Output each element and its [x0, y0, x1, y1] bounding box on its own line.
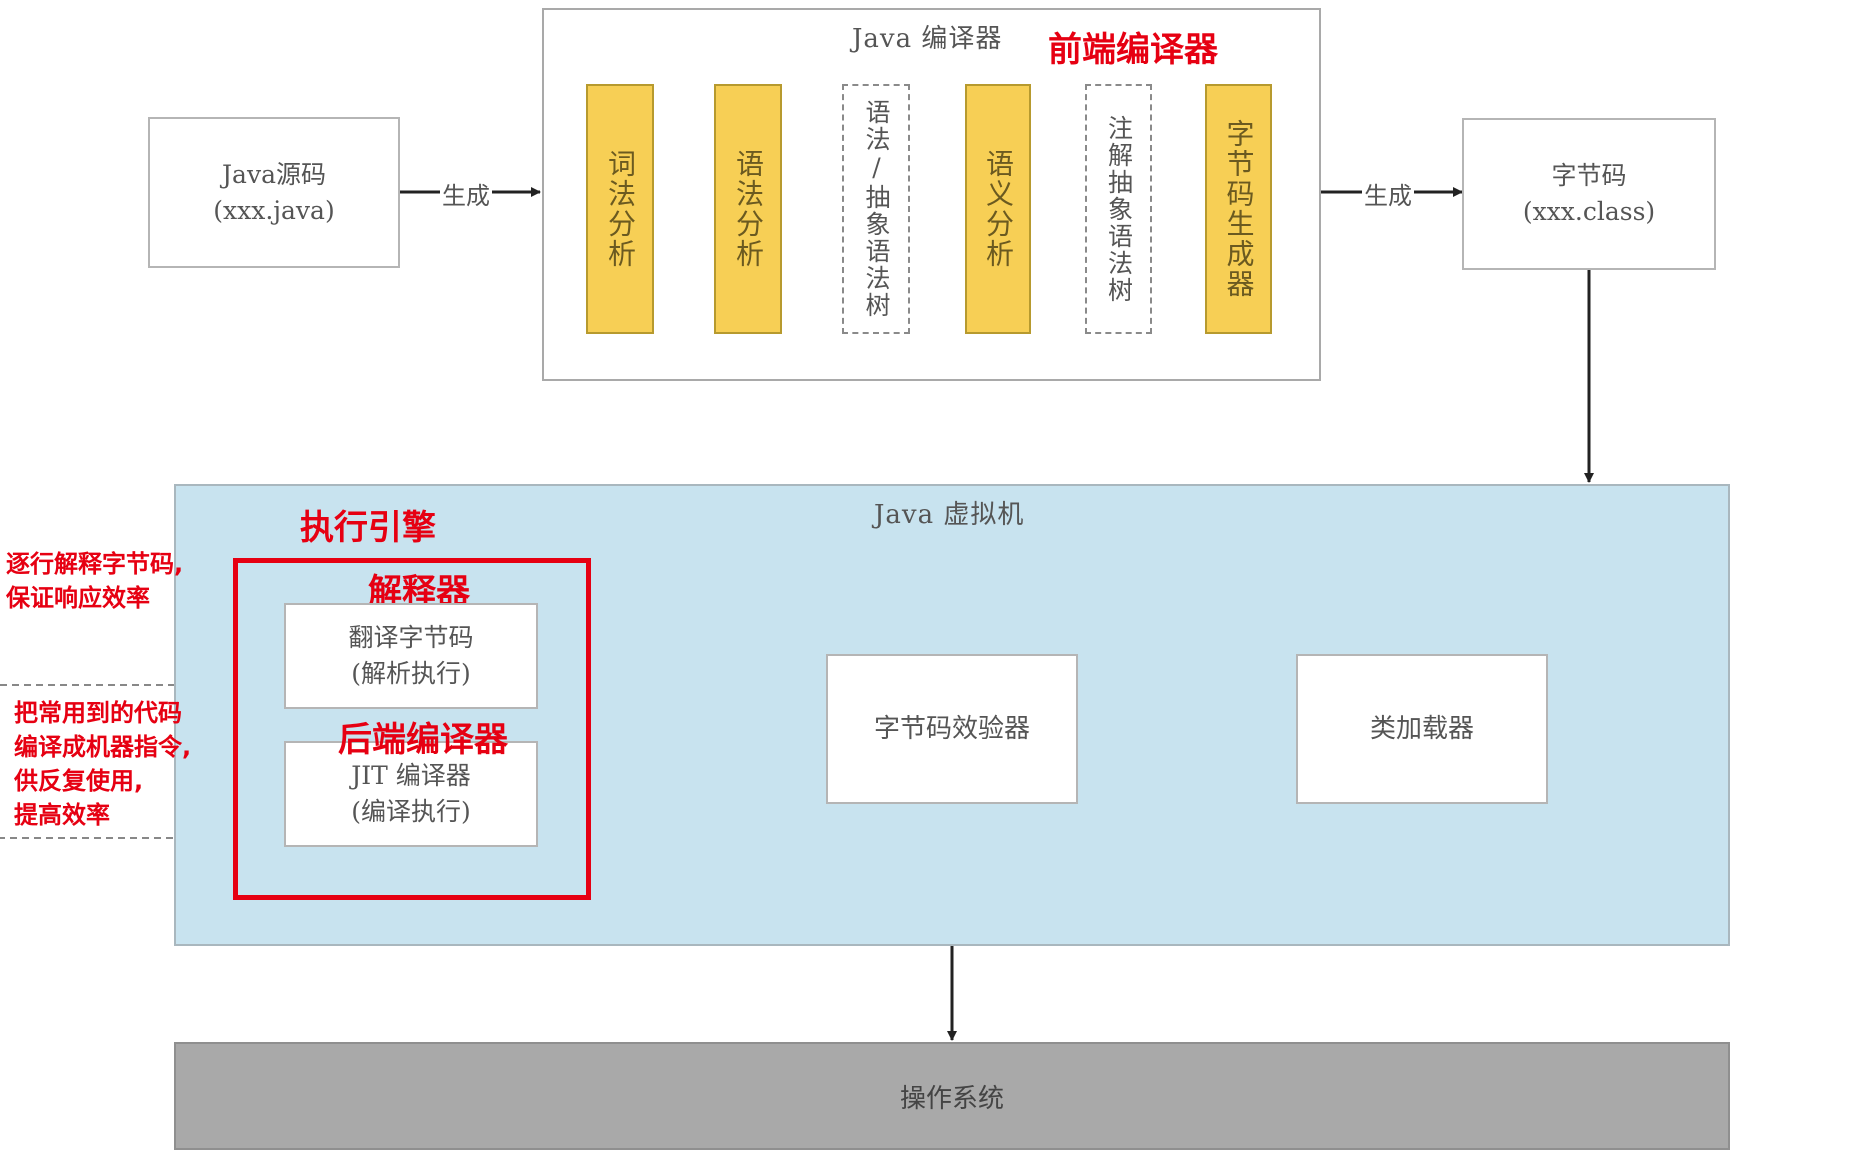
step-semantic-analysis: 语义分析 — [965, 84, 1031, 334]
compiler-title: Java 编译器 — [852, 24, 1003, 54]
java-compiler-panel — [542, 8, 1321, 381]
interpreter-note-line2: 保证响应效率 — [6, 584, 150, 612]
class-loader-box: 类加载器 — [1296, 654, 1548, 804]
bytecode-line1: 字节码 — [1551, 161, 1627, 190]
source-line1: Java源码 — [222, 159, 326, 189]
interpreter-line1: 翻译字节码 — [348, 623, 474, 652]
backend-compiler-label: 后端编译器 — [338, 720, 508, 760]
jit-note-line1: 把常用到的代码 — [14, 699, 182, 727]
step-annotated-syntax-tree: 注解抽象语法树 — [1085, 84, 1152, 334]
jit-compiler-box: JIT 编译器 (编译执行) — [284, 741, 538, 847]
source-line2: (xxx.java) — [213, 195, 335, 225]
bytecode-box: 字节码 (xxx.class) — [1462, 118, 1716, 270]
interpreter-line2: (解析执行) — [351, 659, 471, 688]
jit-note-line2: 编译成机器指令, — [14, 733, 192, 761]
execution-engine-box — [233, 558, 591, 900]
jit-note: 把常用到的代码 编译成机器指令, 供反复使用, 提高效率 — [14, 696, 191, 832]
edge-label-generate-left: 生成 — [440, 176, 492, 211]
os-bar: 操作系统 — [174, 1042, 1730, 1150]
interpreter-note-line1: 逐行解释字节码, — [6, 550, 184, 578]
step-lexical-analysis: 词法分析 — [586, 84, 654, 334]
jit-note-line4: 提高效率 — [14, 801, 110, 829]
step-syntax-analysis: 语法分析 — [714, 84, 782, 334]
os-label: 操作系统 — [899, 1083, 1004, 1114]
interpreter-box: 翻译字节码 (解析执行) — [284, 603, 538, 709]
step-bytecode-generator: 字节码生成器 — [1205, 84, 1272, 334]
edge-label-generate-right: 生成 — [1362, 176, 1414, 211]
source-box: Java源码 (xxx.java) — [148, 117, 400, 268]
jit-line1: JIT 编译器 — [351, 761, 471, 790]
interpreter-note: 逐行解释字节码, 保证响应效率 — [6, 547, 183, 615]
jit-line2: (编译执行) — [351, 797, 471, 826]
jit-note-line3: 供反复使用, — [14, 767, 144, 795]
execution-engine-label: 执行引擎 — [300, 508, 436, 548]
jvm-title: Java 虚拟机 — [874, 500, 1025, 530]
bytecode-line2: (xxx.class) — [1522, 197, 1656, 226]
front-compiler-label: 前端编译器 — [1048, 30, 1218, 70]
bytecode-verifier-box: 字节码效验器 — [826, 654, 1078, 804]
step-syntax-tree: 语法/抽象语法树 — [842, 84, 910, 334]
